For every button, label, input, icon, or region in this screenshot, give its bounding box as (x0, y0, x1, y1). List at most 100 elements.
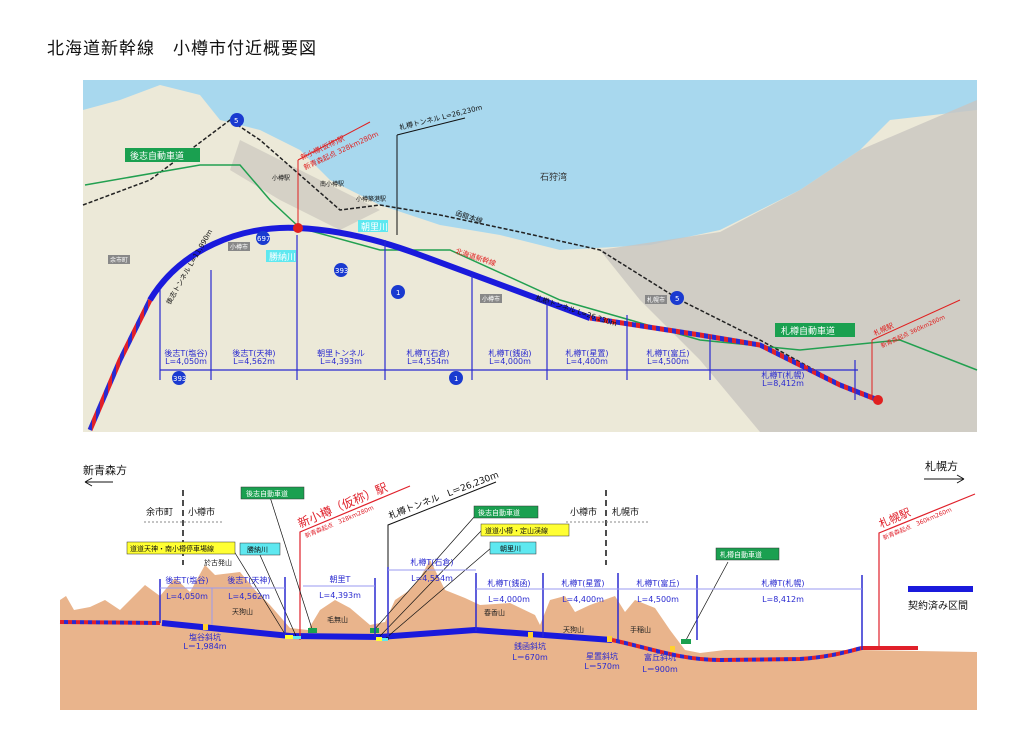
diagram-shape (293, 636, 301, 639)
callout-river: 朝里川 (500, 545, 521, 553)
diagram-shape (685, 561, 729, 641)
diagram-shape (396, 117, 466, 136)
diagram-shape (489, 541, 537, 555)
diagram-shape (358, 220, 388, 232)
diagram-label: 後志T(天神) (227, 575, 270, 585)
diagram-shape (297, 121, 371, 161)
diagram-shape (256, 231, 270, 245)
diagram-label: L=4,554m (407, 357, 449, 366)
diagram-shape (239, 542, 281, 556)
diagram-label: 697 (257, 235, 270, 243)
diagram-label: L=4,400m (562, 595, 604, 604)
diagram-shape (480, 523, 570, 537)
diagram-label: 銭函斜坑 (514, 641, 546, 651)
direction-left-label: 新青森方 (83, 463, 127, 477)
diagram-label: 後志T(天神) (232, 348, 275, 358)
diagram-shape (385, 547, 492, 639)
location-map: 石狩湾 後志自動車道 札樽自動車道 勝納川 朝里川 北海道新幹線 函館本線 新小… (82, 80, 978, 432)
town-label: 札幌市 (647, 296, 665, 304)
diagram-label: 天狗山 (232, 607, 253, 616)
diagram-shape (607, 636, 612, 642)
callout-road: 道道天神・南小樽停車場線 (130, 544, 214, 553)
diagram-shape (480, 294, 502, 303)
diagram-label: 札樽T(星置) (561, 578, 604, 588)
diagram-shape (203, 624, 208, 630)
diagram-shape (715, 547, 780, 561)
diagram-shape (391, 285, 405, 299)
legend-label: 契約済み区間 (908, 599, 968, 612)
diagram-shape (126, 541, 236, 555)
boundary-left-label: 小樽市 (570, 506, 597, 518)
direction-right-label: 札幌方 (925, 459, 958, 473)
profile-tunnel-labels: 後志T(塩谷)L=4,050m 後志T(天神)L=4,562m 朝里TL=4,3… (165, 557, 804, 604)
legend-swatch-contracted (908, 586, 973, 592)
diagram-shape (871, 299, 961, 341)
diagram-shape (269, 496, 313, 630)
diagram-label: L＝1,984m (183, 642, 226, 651)
katsunai-river-label: 勝納川 (269, 251, 296, 263)
diagram-shape (334, 263, 348, 277)
diagram-label: 後志T(塩谷) (165, 575, 208, 585)
diagram-label: 春香山 (484, 608, 505, 617)
diagram-label: 5 (234, 117, 238, 125)
diagram-shape (670, 291, 684, 305)
asari-river-label: 朝里川 (361, 222, 388, 233)
diagram-label: 毛無山 (327, 615, 348, 624)
callout-road: 道道小樽・定山渓線 (485, 526, 548, 535)
diagram-label: 札樽T(石倉) (410, 557, 453, 567)
diagram-label: 1 (396, 289, 400, 297)
diagram-label: L=4,500m (647, 357, 689, 366)
diagram-label: 札樽T(銭函) (487, 578, 530, 588)
diagram-label: L=4,050m (165, 357, 207, 366)
diagram-label: 朝里T (330, 575, 351, 584)
profile-tunnel-boundaries (159, 567, 863, 650)
diagram-shape (382, 638, 388, 641)
track-uncontracted-west (59, 620, 161, 625)
diagram-shape (108, 255, 130, 264)
diagram-label: 星置斜坑 (586, 651, 618, 661)
sapporo-station-marker (873, 395, 883, 405)
diagram-shape (299, 485, 411, 640)
diagram-label: L=4,500m (637, 595, 679, 604)
callout-expressway: 札樽自動車道 (720, 550, 762, 559)
diagram-label: 札樽T(富丘) (646, 348, 689, 358)
town-label: 余市町 (110, 256, 128, 264)
diagram-shape: 余市町 小樽市 小樽市 札幌市 (108, 242, 667, 304)
otaru-station-label: 小樽駅 (272, 174, 290, 182)
track-uncontracted-east (611, 638, 863, 663)
map-tunnel-dimensions (159, 235, 858, 400)
diagram-label: 393 (173, 375, 186, 383)
diagram-shape (878, 493, 976, 648)
diagram-label: 1 (454, 375, 458, 383)
diagram-label: 札樽T(富丘) (636, 578, 679, 588)
diagram-label: L=4,562m (228, 592, 270, 601)
otaru-chikko-station-label: 小樽築港駅 (356, 195, 386, 203)
diagram-shape (125, 148, 200, 162)
diagram-shape (670, 646, 675, 652)
diagram-shape (376, 637, 382, 641)
diagram-label: 塩谷斜坑 (189, 632, 221, 642)
diagram-label: 札樽T(星置) (565, 348, 608, 358)
route-uncontracted-east (589, 315, 879, 403)
diagram-label: L=4,562m (233, 357, 275, 366)
diagram-label: L=4,050m (166, 592, 208, 601)
diagram-label: 手稲山 (630, 625, 651, 634)
diagram-label: L=4,000m (489, 357, 531, 366)
diagram-label: 5 (675, 295, 679, 303)
town-label: 小樽市 (482, 295, 500, 303)
diagram-shape (228, 242, 250, 251)
diagram-label: L=4,000m (488, 595, 530, 604)
callout-expressway: 後志自動車道 (246, 489, 288, 498)
page-title: 北海道新幹線 小樽市付近概要図 (47, 39, 317, 59)
diagram-shape (230, 113, 244, 127)
diagram-shape (775, 323, 855, 337)
diagram-label: 札樽T(銭函) (488, 348, 531, 358)
urban-area-sapporo (600, 100, 977, 432)
diagram-shape (528, 632, 533, 638)
diagram-label: 札樽T(札幌) (761, 370, 804, 380)
diagram-label: L＝670m (512, 653, 548, 662)
diagram-shape (373, 515, 476, 631)
town-label: 小樽市 (230, 243, 248, 251)
